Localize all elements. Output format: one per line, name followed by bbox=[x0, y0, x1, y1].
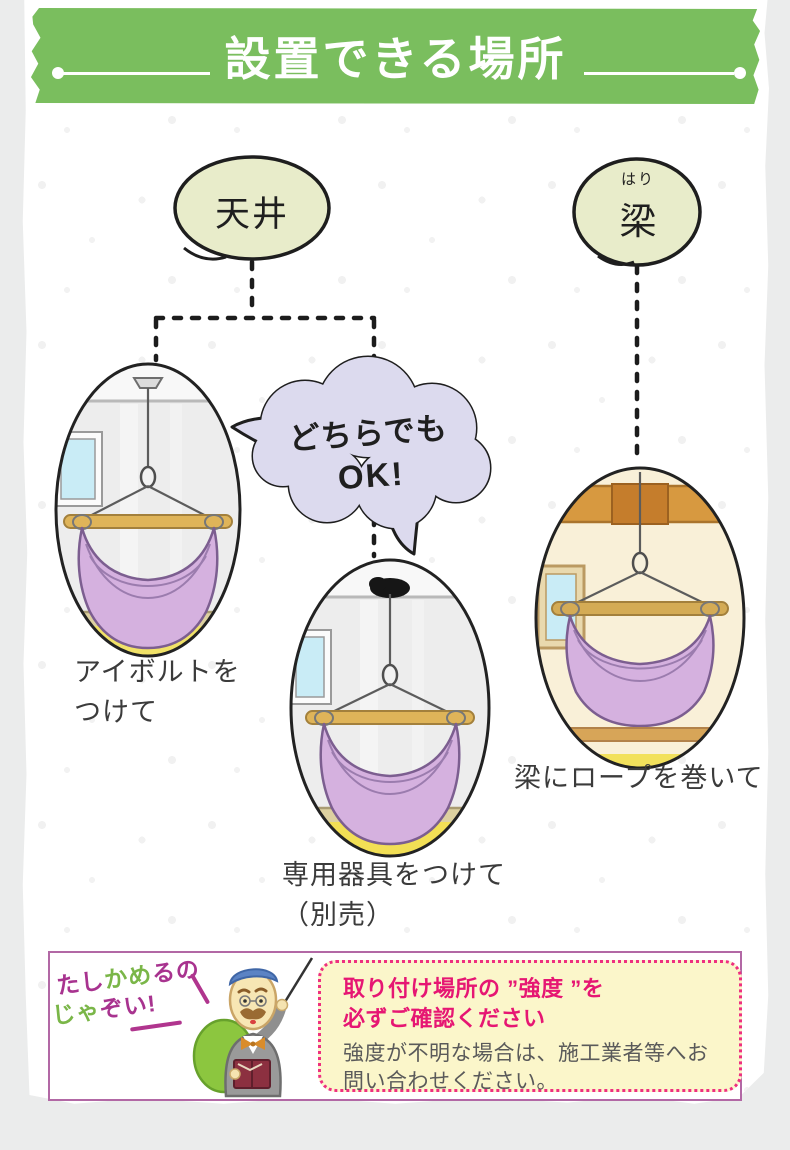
bubble-beam-label: はり 梁 bbox=[576, 168, 700, 245]
bubble-ceiling-label: 天井 bbox=[214, 195, 289, 234]
deco-dot-right bbox=[734, 67, 746, 79]
warning-title: 取り付け場所の ”強度 ”を 必ずご確認ください bbox=[343, 976, 605, 1031]
bubble-either-ok bbox=[230, 355, 492, 556]
illustration-ceiling-mount bbox=[289, 558, 491, 858]
caption-eyebolt: アイボルトを つけて bbox=[74, 657, 241, 727]
caption-beam-rope: 梁にロープを巻いて bbox=[514, 763, 764, 793]
page-title: 設置できる場所 bbox=[224, 33, 567, 85]
bubble-ceiling bbox=[173, 155, 331, 261]
bubble-either-ok-label: どちらでも OK! bbox=[287, 410, 449, 497]
caption-device: 専用器具をつけて （別売） bbox=[282, 860, 506, 930]
deco-dot-left bbox=[52, 67, 64, 79]
deco-line-right bbox=[584, 72, 734, 75]
beam-kanji: 梁 bbox=[619, 201, 657, 242]
section-header-banner: 設置できる場所 bbox=[30, 8, 761, 104]
bubble-beam bbox=[572, 157, 702, 267]
deco-line-left bbox=[62, 72, 210, 75]
illustration-beam-rope bbox=[534, 466, 746, 770]
turtle-professor-mascot bbox=[192, 957, 314, 1098]
warning-panel: 取り付け場所の ”強度 ”を 必ずご確認ください 強度が不明な場合は、施工業者等… bbox=[318, 960, 742, 1093]
beam-furigana: はり bbox=[620, 171, 655, 188]
warning-body: 強度が不明な場合は、施工業者等へお問い合わせください。 bbox=[343, 1042, 709, 1093]
illustration-ceiling-eyebolt bbox=[54, 362, 242, 658]
